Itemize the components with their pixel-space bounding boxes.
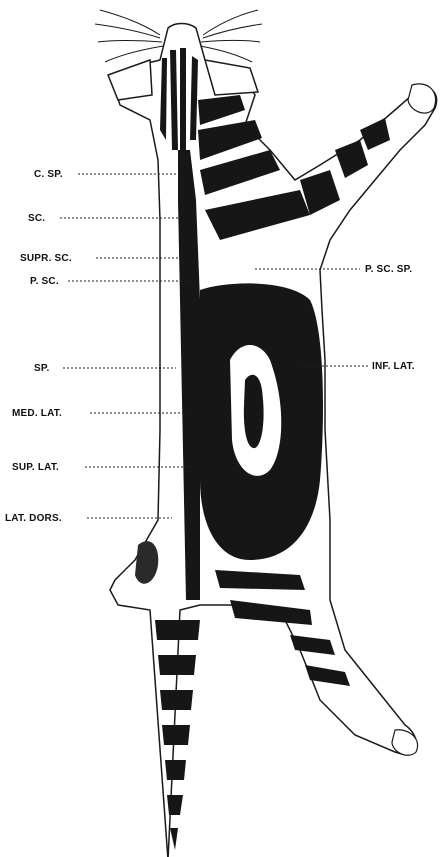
label-p-sc-sp: P. SC. SP. (365, 264, 412, 275)
label-sc: SC. (28, 213, 45, 224)
shoulder-stripes (198, 95, 310, 240)
label-sup-lat: SUP. LAT. (12, 462, 59, 473)
label-inf-lat: INF. LAT. (372, 361, 415, 372)
label-c-sp: C. SP. (34, 169, 63, 180)
flank-inner-core (244, 375, 264, 448)
label-med-lat: MED. LAT. (12, 408, 62, 419)
label-sp: SP. (34, 363, 49, 374)
label-p-sc: P. SC. (30, 276, 59, 287)
label-supr-sc: SUPR. SC. (20, 253, 72, 264)
label-lat-dors: LAT. DORS. (5, 513, 62, 524)
paws (392, 84, 436, 755)
